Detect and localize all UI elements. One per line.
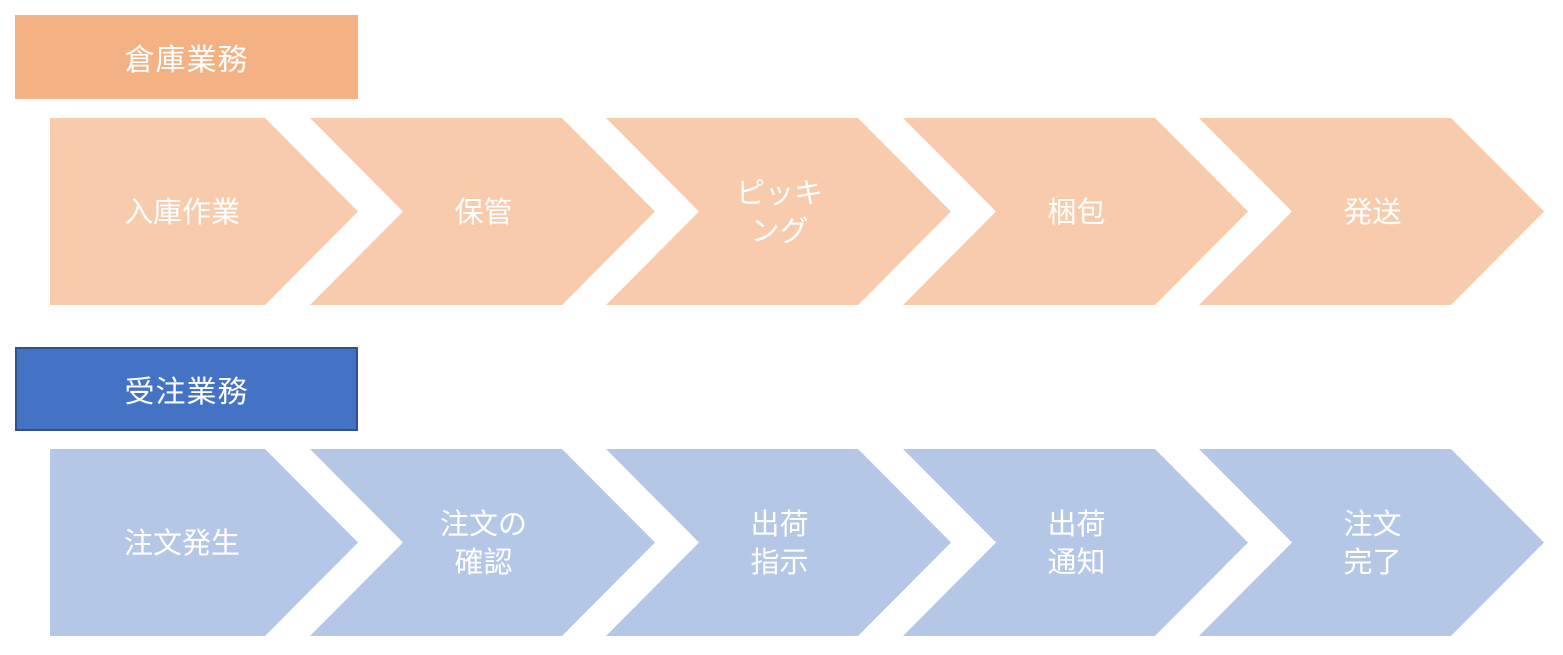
label-line: ピッキ (735, 175, 823, 210)
label-line: 梱包 (1047, 194, 1106, 229)
warehouse-step-3-label: ピッキング (670, 174, 890, 250)
warehouse-step-1-label: 入庫作業 (72, 193, 292, 231)
warehouse-step-4-chevron (903, 118, 1248, 305)
label-line: 保管 (454, 194, 513, 229)
warehouse-header: 倉庫業務 (15, 15, 358, 99)
order-step-4-label: 出荷通知 (967, 505, 1187, 581)
order-step-2-chevron (310, 449, 655, 636)
label-line: 入庫作業 (123, 194, 240, 229)
warehouse-step-3-chevron (606, 118, 951, 305)
order-step-1-label: 注文発生 (72, 524, 292, 562)
order-step-3-chevron (606, 449, 951, 636)
warehouse-step-5-label: 発送 (1263, 193, 1483, 231)
order-header: 受注業務 (15, 347, 358, 431)
label-line: 注文発生 (123, 525, 240, 560)
label-line: 出荷 (1047, 506, 1106, 541)
label-line: 完了 (1343, 544, 1402, 579)
label-line: 指示 (750, 544, 809, 579)
warehouse-step-4-label: 梱包 (967, 193, 1187, 231)
order-step-2-label: 注文の確認 (374, 505, 594, 581)
order-step-5-label: 注文完了 (1263, 505, 1483, 581)
warehouse-step-2-label: 保管 (374, 193, 594, 231)
label-line: 確認 (454, 544, 513, 579)
label-line: 通知 (1047, 544, 1106, 579)
order-step-4-chevron (903, 449, 1248, 636)
label-line: 注文 (1343, 506, 1402, 541)
label-line: 出荷 (750, 506, 809, 541)
label-line: 注文の (439, 506, 527, 541)
warehouse-step-2-chevron (310, 118, 655, 305)
label-line: ング (750, 213, 809, 248)
order-step-5-chevron (1199, 449, 1544, 636)
warehouse-step-1-chevron (50, 118, 358, 305)
warehouse-step-5-chevron (1199, 118, 1544, 305)
order-step-1-chevron (50, 449, 358, 636)
order-step-3-label: 出荷指示 (670, 505, 890, 581)
label-line: 発送 (1343, 194, 1402, 229)
